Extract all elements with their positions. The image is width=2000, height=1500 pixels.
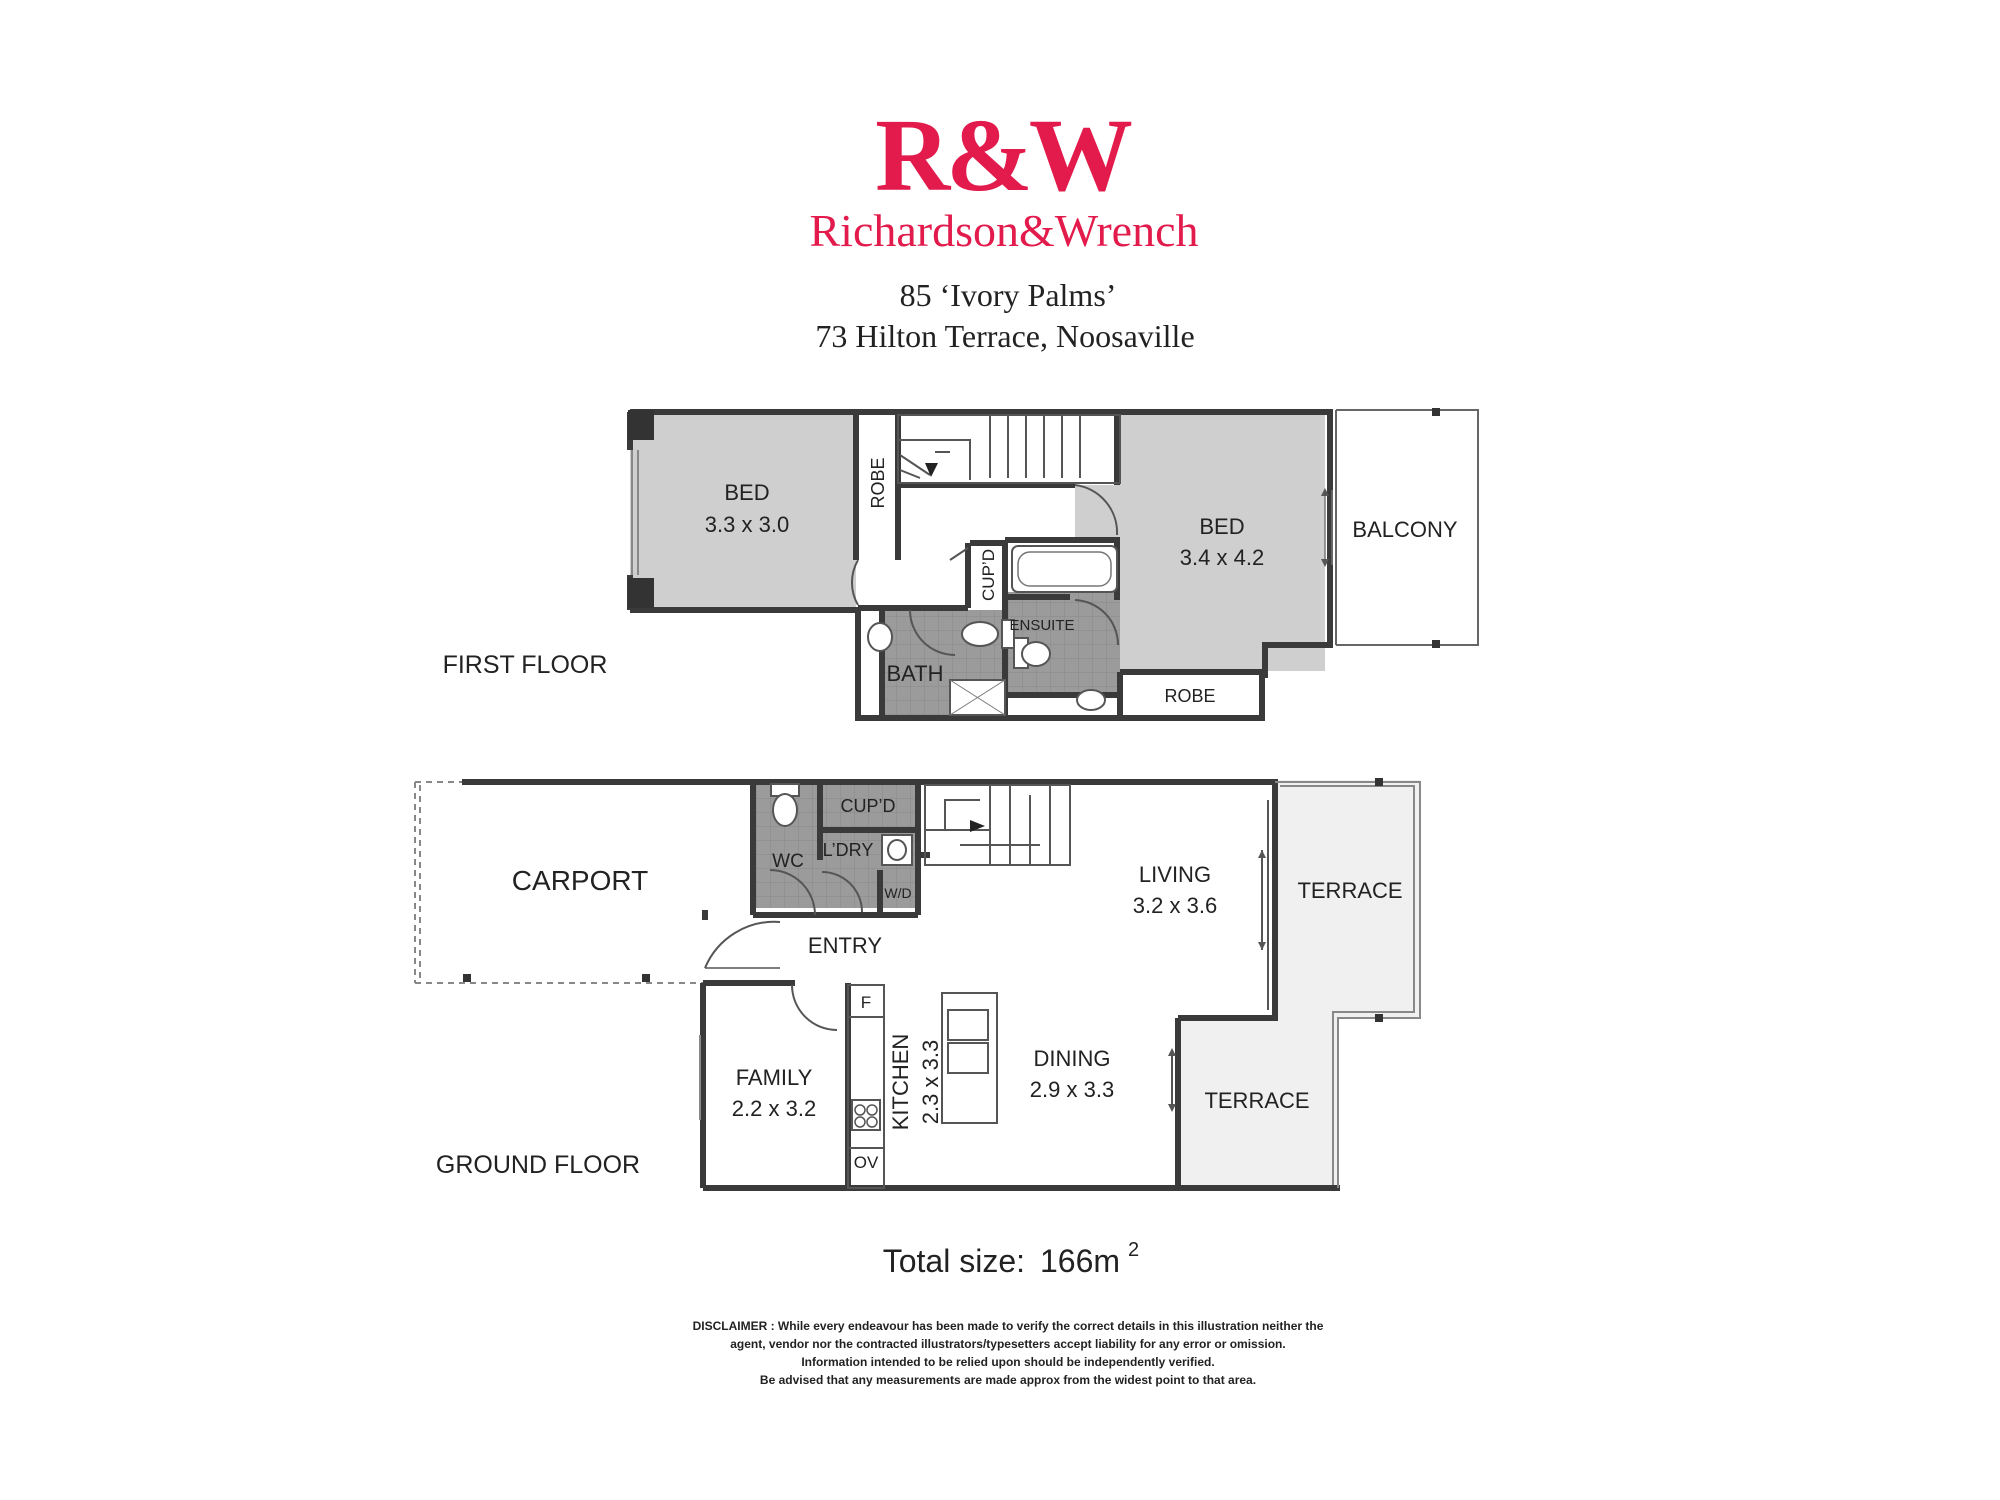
cupd2-label: CUP’D <box>840 796 895 816</box>
first-floor-plan: BED 3.3 x 3.0 ROBE BED 3.4 x 4.2 BALCONY… <box>443 408 1479 721</box>
ensuite-label: ENSUITE <box>1009 617 1074 634</box>
balcony-floor <box>1336 410 1478 645</box>
bed1-label: BED <box>724 480 769 505</box>
disclaimer-line-1: DISCLAIMER : While every endeavour has b… <box>693 1319 1324 1333</box>
robe1-label: ROBE <box>868 457 888 508</box>
wd-label: W/D <box>884 885 911 901</box>
dining-label: DINING <box>1034 1046 1111 1071</box>
first-floor-label: FIRST FLOOR <box>443 651 608 679</box>
ground-floor-label: GROUND FLOOR <box>436 1151 640 1179</box>
living-size: 3.2 x 3.6 <box>1133 893 1217 918</box>
address-line-1: 85 ‘Ivory Palms’ <box>900 277 1117 313</box>
kitchen-size: 2.3 x 3.3 <box>918 1040 943 1124</box>
bed2-label: BED <box>1199 514 1244 539</box>
ground-floor-plan: CARPORT WC CUP’D L’DRY W/D ENTRY LIVING … <box>414 778 1421 1191</box>
brand-logo: R&W <box>875 98 1132 213</box>
total-size-value: 166m <box>1040 1243 1120 1279</box>
terrace2-floor <box>1180 1015 1338 1185</box>
terrace1-label: TERRACE <box>1297 878 1402 903</box>
bed2-size: 3.4 x 4.2 <box>1180 545 1264 570</box>
entry-label: ENTRY <box>808 933 882 958</box>
brand-name: Richardson&Wrench <box>809 205 1198 256</box>
kitchen-label: KITCHEN <box>888 1034 913 1131</box>
disclaimer-line-3: Information intended to be relied upon s… <box>801 1355 1214 1369</box>
terrace2-label: TERRACE <box>1204 1088 1309 1113</box>
fridge-label: F <box>861 993 871 1012</box>
family-size: 2.2 x 3.2 <box>732 1096 816 1121</box>
bed1-floor <box>630 412 856 610</box>
wc-label: WC <box>772 851 804 872</box>
dining-size: 2.9 x 3.3 <box>1030 1077 1114 1102</box>
disclaimer: DISCLAIMER : While every endeavour has b… <box>693 1319 1324 1387</box>
disclaimer-line-2: agent, vendor nor the contracted illustr… <box>730 1337 1285 1351</box>
oven-label: OV <box>854 1153 879 1172</box>
total-size-label: Total size: <box>883 1243 1025 1279</box>
bed1-size: 3.3 x 3.0 <box>705 512 789 537</box>
cupd1-label: CUP’D <box>979 549 998 601</box>
bed2-floor <box>1117 412 1325 671</box>
bath-label: BATH <box>886 661 943 686</box>
living-label: LIVING <box>1139 862 1211 887</box>
address-line-2: 73 Hilton Terrace, Noosaville <box>815 318 1194 354</box>
disclaimer-line-4: Be advised that any measurements are mad… <box>760 1373 1256 1387</box>
total-size-superscript: 2 <box>1128 1239 1139 1261</box>
robe2-label: ROBE <box>1164 686 1215 706</box>
balcony-label: BALCONY <box>1352 517 1457 542</box>
ldry-label: L’DRY <box>823 840 874 860</box>
carport-label: CARPORT <box>512 865 648 896</box>
family-label: FAMILY <box>736 1065 813 1090</box>
